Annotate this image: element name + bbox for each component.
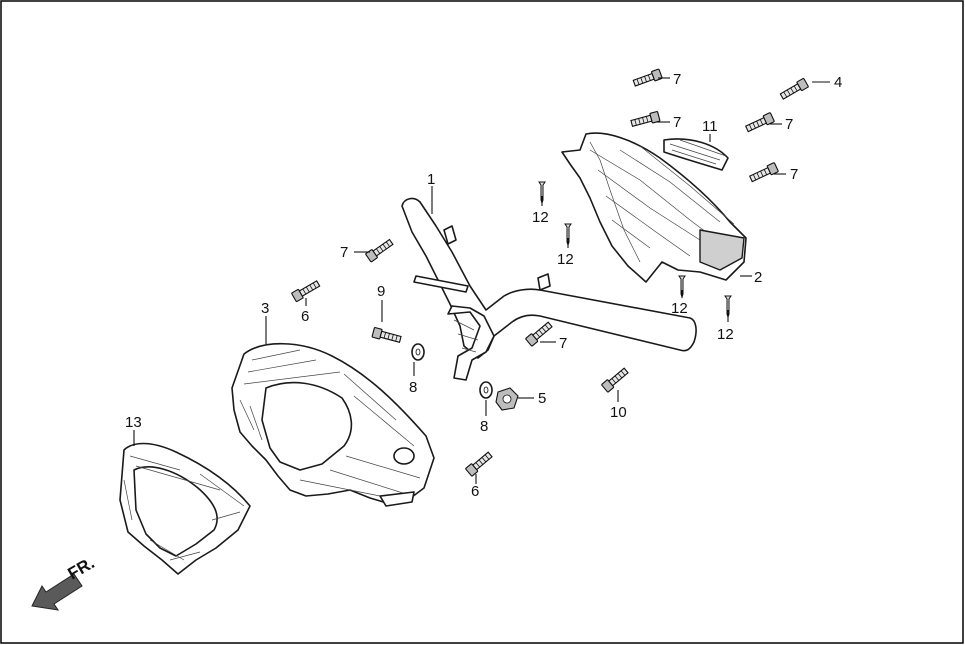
callout-12-d: 12 xyxy=(717,326,734,343)
callout-2: 2 xyxy=(754,269,762,286)
bolt-7-right xyxy=(744,111,776,134)
bolt-7-lower-right xyxy=(748,161,780,184)
part-rear-handlebar-cover xyxy=(561,132,747,283)
bolt-10 xyxy=(600,366,630,393)
bolt-4 xyxy=(778,77,810,102)
callout-9: 9 xyxy=(377,283,385,300)
nut-5 xyxy=(495,387,519,411)
callout-3: 3 xyxy=(261,300,269,317)
callout-7-lower-right: 7 xyxy=(790,166,798,183)
bolt-7-top xyxy=(632,68,663,89)
callout-10: 10 xyxy=(610,404,627,421)
callout-7-right: 7 xyxy=(785,116,793,133)
callout-7-top: 7 xyxy=(673,71,681,88)
bolt-6-lower xyxy=(464,450,494,477)
callout-13: 13 xyxy=(125,414,142,431)
callout-12-a: 12 xyxy=(532,209,549,226)
callout-12-c: 12 xyxy=(671,300,688,317)
washer-8-left xyxy=(411,343,425,361)
callout-7-mid: 7 xyxy=(673,114,681,131)
front-direction-arrow-icon xyxy=(31,573,83,611)
callout-6-lower: 6 xyxy=(471,483,479,500)
bolt-9 xyxy=(371,326,403,345)
callout-6-upper: 6 xyxy=(301,308,309,325)
callout-8-left: 8 xyxy=(409,379,417,396)
callout-12-b: 12 xyxy=(557,251,574,268)
callout-7-center: 7 xyxy=(559,335,567,352)
part-small-cover xyxy=(663,138,729,171)
callout-11: 11 xyxy=(702,118,718,135)
bolt-7-mid xyxy=(629,110,661,129)
callout-4: 4 xyxy=(834,74,842,91)
washer-8-right xyxy=(479,381,493,399)
callout-7-left: 7 xyxy=(340,244,348,261)
part-front-handlebar-cover xyxy=(231,342,435,507)
callout-1: 1 xyxy=(427,171,435,188)
part-handlebar-tube xyxy=(401,197,697,381)
part-front-garnish xyxy=(119,442,251,575)
bolt-7-left xyxy=(364,237,395,263)
callout-8-right: 8 xyxy=(480,418,488,435)
callout-5: 5 xyxy=(538,390,546,407)
